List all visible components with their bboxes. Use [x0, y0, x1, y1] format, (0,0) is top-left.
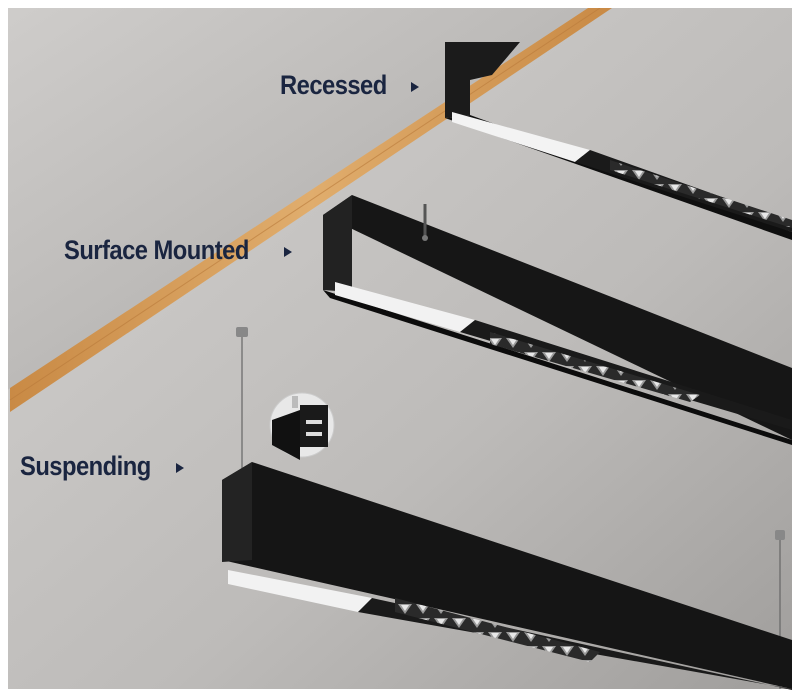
recessed-fixture [445, 42, 792, 240]
triangle-right-icon [284, 247, 292, 257]
surface-mounted-fixture [323, 195, 792, 445]
suspension-detail-inset [269, 392, 335, 460]
label-surface-mounted: Surface Mounted [64, 235, 249, 265]
triangle-right-icon [176, 463, 184, 473]
triangle-right-icon [411, 82, 419, 92]
label-recessed: Recessed [280, 70, 387, 100]
label-suspending: Suspending [20, 451, 151, 481]
suspended-fixture [222, 327, 792, 690]
